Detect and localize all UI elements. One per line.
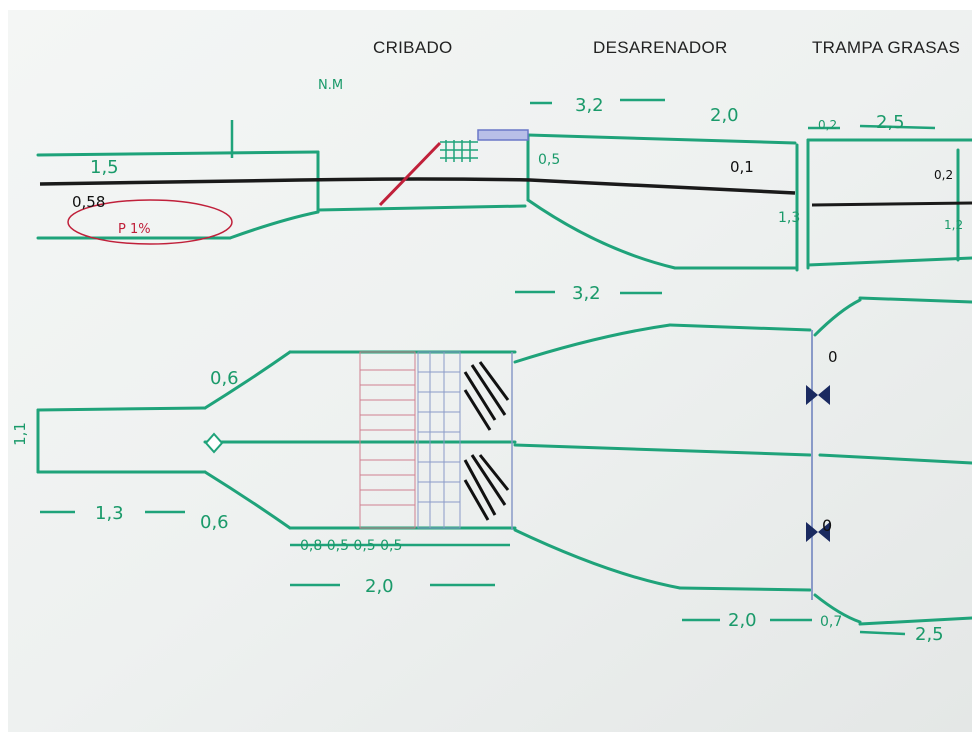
label-canal-width-plan: 1,1	[10, 422, 29, 446]
label-des-length-20: 2,0	[710, 105, 739, 126]
label-slope: P 1%	[118, 222, 151, 237]
blue-grid	[418, 352, 460, 528]
label-tg-length-bottom: 2,5	[915, 624, 944, 645]
label-tg-length: 2,5	[876, 112, 905, 133]
label-des-depth-01: 0,1	[730, 158, 754, 176]
label-transition-top: 0,6	[210, 368, 239, 389]
label-des-depth-13: 1,3	[778, 210, 801, 226]
plan-dimension-lines	[40, 290, 906, 636]
left-border	[0, 0, 8, 732]
screen-top-plate	[477, 129, 529, 141]
label-valve-top: 0	[828, 348, 838, 366]
label-depth-058: 0,58	[72, 193, 106, 211]
label-tg-depth-02: 0,2	[934, 168, 954, 182]
label-canal-width: 1,5	[90, 157, 119, 178]
label-tg-inlet: 0,2	[818, 118, 838, 132]
label-transition-bottom: 0,6	[200, 512, 229, 533]
title-trampa-grasas: TRAMPA GRASAS	[812, 38, 961, 57]
label-des-length-bottom: 2,0	[728, 610, 757, 631]
pipe-ellipse	[67, 199, 233, 245]
valve-bottom-icon	[806, 522, 830, 542]
label-des-length-plan: 3,2	[572, 283, 601, 304]
screen-bar-profile	[378, 141, 442, 207]
label-screen-widths: 0,8 0,5 0,5 0,5	[300, 538, 403, 554]
label-des-length-top: 3,2	[575, 95, 604, 116]
water-line-trap	[811, 201, 972, 207]
inlet-diamond	[204, 432, 224, 454]
label-des-depth-05: 0,5	[538, 152, 561, 168]
label-tg-depth-12: 1,2	[944, 218, 964, 232]
title-cribado: CRIBADO	[373, 38, 453, 57]
label-canal-length: 1,3	[95, 503, 124, 524]
label-nm: N.M	[318, 78, 344, 93]
black-mesh	[463, 361, 510, 521]
red-bars	[360, 369, 415, 506]
water-line	[39, 177, 796, 195]
screen-hatching-profile	[440, 140, 478, 162]
top-border	[0, 0, 972, 10]
profile-dimension-lines	[230, 98, 936, 158]
label-tg-inlet-bottom: 0,7	[820, 614, 843, 630]
profile-outline	[36, 133, 972, 272]
screen-grid-plan	[359, 351, 461, 529]
label-screen-total: 2,0	[365, 576, 394, 597]
label-valve-bottom: 0	[822, 516, 833, 535]
title-desarenador: DESARENADOR	[593, 38, 728, 57]
valve-top-icon	[806, 385, 830, 405]
